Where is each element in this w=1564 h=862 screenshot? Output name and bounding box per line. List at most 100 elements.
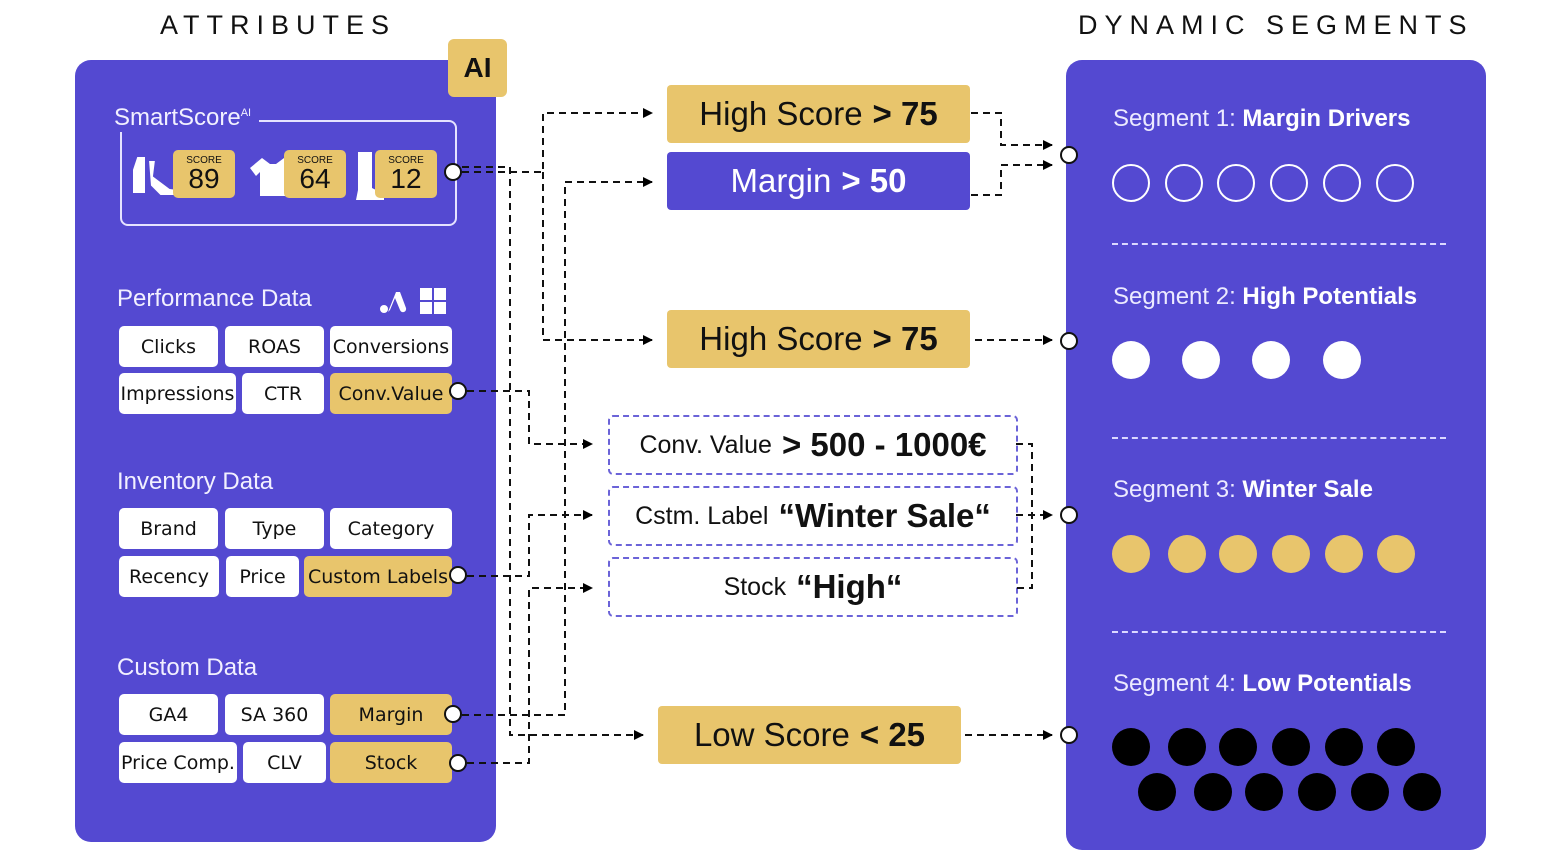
wire-smartscore-high2 (542, 172, 653, 345)
segment-member-dot (1270, 164, 1308, 202)
segment-member-dot (1217, 164, 1255, 202)
segment-member-dot (1112, 728, 1150, 766)
segment-member-dot (1323, 341, 1361, 379)
segment-1-title: Segment 1: Margin Drivers (1113, 105, 1410, 133)
segment-3-title: Segment 3: Winter Sale (1113, 476, 1373, 504)
performance-data-title: Performance Data (117, 285, 312, 312)
rule-key: Margin (730, 162, 832, 199)
segment-member-dot (1182, 341, 1220, 379)
segment-member-dot (1377, 728, 1415, 766)
chip-category[interactable]: Category (330, 508, 452, 549)
chip-custom-labels[interactable]: Custom Labels (304, 556, 452, 597)
segment-member-dot (1165, 164, 1203, 202)
rule-low-score[interactable]: Low Score< 25 (658, 706, 961, 764)
rule-op: > 75 (872, 320, 938, 357)
score-value: 89 (188, 163, 220, 194)
rule-key: High Score (699, 320, 863, 357)
segment-prefix: Segment 2: (1113, 283, 1236, 310)
segment-prefix: Segment 3: (1113, 476, 1236, 503)
smartscore-superscript: AI (240, 107, 252, 119)
segment-prefix: Segment 1: (1113, 105, 1236, 132)
segment-member-dot (1325, 535, 1363, 573)
segment-divider (1112, 437, 1446, 439)
score-chip-tshirt: SCORE 64 (284, 150, 346, 198)
microsoft-ads-icon (420, 288, 446, 314)
segment-member-dot (1272, 728, 1310, 766)
segment-member-dot (1112, 341, 1150, 379)
chip-recency[interactable]: Recency (119, 556, 219, 597)
segment-3-input-node[interactable] (1060, 506, 1078, 524)
score-label: SCORE (186, 155, 222, 166)
dynamic-segments-heading: DYNAMIC SEGMENTS (1078, 10, 1474, 40)
segment-name: Low Potentials (1242, 670, 1412, 697)
rule-key: High Score (699, 95, 863, 132)
chip-stock[interactable]: Stock (330, 742, 452, 783)
segment-2-input-node[interactable] (1060, 332, 1078, 350)
segment-2-title: Segment 2: High Potentials (1113, 283, 1417, 311)
chip-margin[interactable]: Margin (330, 694, 452, 735)
segment-member-dot (1112, 164, 1150, 202)
score-value: 12 (390, 163, 422, 194)
chip-ga4[interactable]: GA4 (119, 694, 218, 735)
chip-type[interactable]: Type (225, 508, 324, 549)
condition-value: “High“ (796, 568, 903, 605)
smartscore-connector-node[interactable] (444, 163, 462, 181)
chip-price-comp[interactable]: Price Comp. (119, 742, 237, 783)
rule-op: < 25 (859, 716, 926, 753)
chip-brand[interactable]: Brand (119, 508, 218, 549)
segment-name: Winter Sale (1242, 476, 1373, 503)
segment-prefix: Segment 4: (1113, 670, 1236, 697)
segment-member-dot (1252, 341, 1290, 379)
segment-member-dot (1168, 728, 1206, 766)
chip-clv[interactable]: CLV (243, 742, 326, 783)
condition-conv-value[interactable]: Conv. Value > 500 - 1000€ (608, 415, 1018, 475)
chip-conversions[interactable]: Conversions (330, 326, 452, 367)
rule-key: Low Score (693, 716, 850, 753)
rule-high-score-1[interactable]: High Score> 75 (667, 85, 970, 143)
condition-key: Stock (723, 572, 787, 601)
segment-member-dot (1168, 535, 1206, 573)
conv-value-connector-node[interactable] (449, 382, 467, 400)
rule-margin[interactable]: Margin> 50 (667, 152, 970, 210)
segment-4-input-node[interactable] (1060, 726, 1078, 744)
score-label: SCORE (388, 155, 424, 166)
inventory-data-title: Inventory Data (117, 468, 274, 495)
segment-divider (1112, 631, 1446, 633)
smartscore-title: SmartScoreAI (114, 104, 260, 132)
attributes-heading: ATTRIBUTES (160, 10, 397, 40)
segment-1-input-node[interactable] (1060, 146, 1078, 164)
segment-member-dot (1245, 773, 1283, 811)
chip-ctr[interactable]: CTR (242, 373, 324, 414)
segment-member-dot (1112, 535, 1150, 573)
chip-conv-value[interactable]: Conv.Value (330, 373, 452, 414)
wire-conds-seg3 (1016, 443, 1052, 589)
segment-divider (1112, 243, 1446, 245)
chip-impressions[interactable]: Impressions (119, 373, 236, 414)
rule-high-score-2[interactable]: High Score> 75 (667, 310, 970, 368)
chip-clicks[interactable]: Clicks (119, 326, 218, 367)
segment-member-dot (1138, 773, 1176, 811)
custom-labels-connector-node[interactable] (449, 566, 467, 584)
segment-member-dot (1403, 773, 1441, 811)
chip-roas[interactable]: ROAS (225, 326, 324, 367)
wire-margin-seg1 (971, 160, 1053, 196)
stock-connector-node[interactable] (449, 754, 467, 772)
condition-value: > 500 - 1000€ (781, 426, 987, 463)
segment-member-dot (1219, 535, 1257, 573)
segment-member-dot (1219, 728, 1257, 766)
segment-name: Margin Drivers (1242, 105, 1411, 132)
segment-name: High Potentials (1242, 283, 1418, 310)
condition-stock[interactable]: Stock “High“ (608, 557, 1018, 617)
chip-price[interactable]: Price (226, 556, 299, 597)
segment-member-dot (1325, 728, 1363, 766)
segment-member-dot (1323, 164, 1361, 202)
chip-sa360[interactable]: SA 360 (225, 694, 324, 735)
score-label: SCORE (297, 155, 333, 166)
smartscore-title-text: SmartScore (114, 104, 241, 131)
condition-custom-label[interactable]: Cstm. Label“Winter Sale“ (608, 486, 1018, 546)
segment-member-dot (1272, 535, 1310, 573)
margin-connector-node[interactable] (444, 705, 462, 723)
condition-key: Conv. Value (639, 430, 772, 459)
custom-data-title: Custom Data (117, 654, 258, 681)
segment-member-dot (1377, 535, 1415, 573)
